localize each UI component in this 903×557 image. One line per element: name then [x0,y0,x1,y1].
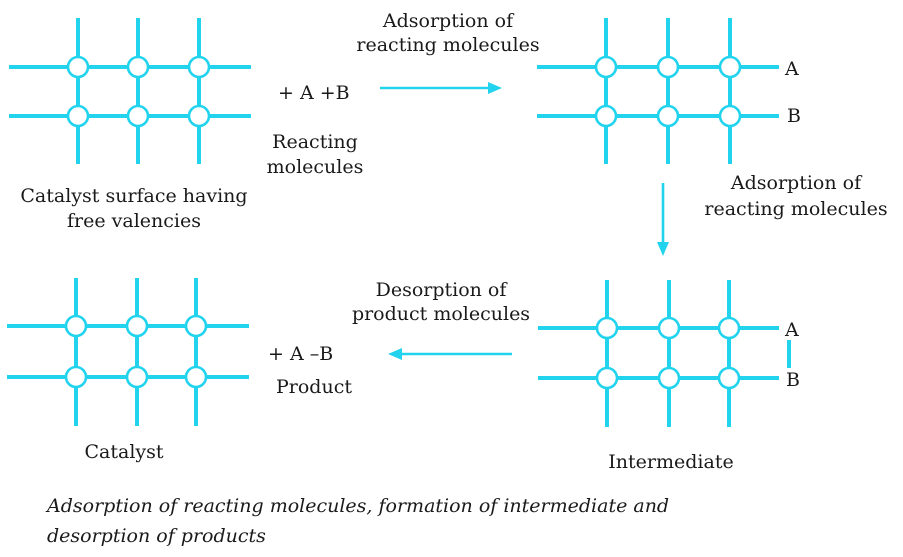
free-valency-site [594,104,618,128]
free-valency-site [657,366,681,390]
figure-caption-line1: Adsorption of reacting molecules, format… [45,495,669,517]
arrow-adsorption-down [657,183,669,256]
free-valency-site [125,365,149,389]
catalyst-caption: Catalyst [84,441,163,463]
free-valency-site [66,104,90,128]
atom-a-label-intermediate: A [784,319,799,341]
catalyst-surface-caption-line1: Catalyst surface having [20,185,247,207]
arrow-top-label-line2: reacting molecules [356,34,539,56]
catalyst-surface-grid-top-right [537,18,779,164]
arrow-right-label-line2: reacting molecules [704,198,887,220]
free-valency-site [595,366,619,390]
arrow-right-label-line1: Adsorption of [730,172,863,194]
catalyst-surface-grid-top-left [9,18,251,164]
free-valency-site [187,55,211,79]
free-valency-site [184,365,208,389]
arrow-top-label-line1: Adsorption of [382,10,515,32]
free-valency-site [66,55,90,79]
product-equation: + A –B [268,343,333,365]
atom-b-label-intermediate: B [786,369,800,391]
free-valency-site [125,314,149,338]
free-valency-site [64,314,88,338]
product-label: Product [276,376,352,398]
arrow-adsorption-top [380,82,502,94]
arrow-bottom-label-line2: product molecules [352,303,530,325]
atom-b-label-top-right: B [787,105,801,127]
reactants-equation: + A +B [278,82,350,104]
catalyst-surface-grid-bottom-left [7,278,249,426]
free-valency-site [126,104,150,128]
free-valency-site [657,316,681,340]
reacting-molecules-label-line2: molecules [267,156,364,178]
free-valency-site [187,104,211,128]
figure-caption-line2: desorption of products [47,525,266,547]
free-valency-site [717,316,741,340]
free-valency-site [718,55,742,79]
free-valency-site [717,366,741,390]
free-valency-site [64,365,88,389]
arrow-bottom-label-line1: Desorption of [376,279,509,301]
intermediate-caption: Intermediate [608,451,733,473]
free-valency-site [656,55,680,79]
free-valency-site [184,314,208,338]
arrow-desorption-left [388,348,512,360]
free-valency-site [595,316,619,340]
free-valency-site [126,55,150,79]
catalyst-surface-caption-line2: free valencies [67,210,201,232]
free-valency-site [656,104,680,128]
atom-a-label-top-right: A [784,58,799,80]
catalyst-surface-grid-bottom-right [538,280,779,427]
reacting-molecules-label-line1: Reacting [272,131,358,153]
free-valency-site [594,55,618,79]
free-valency-site [718,104,742,128]
